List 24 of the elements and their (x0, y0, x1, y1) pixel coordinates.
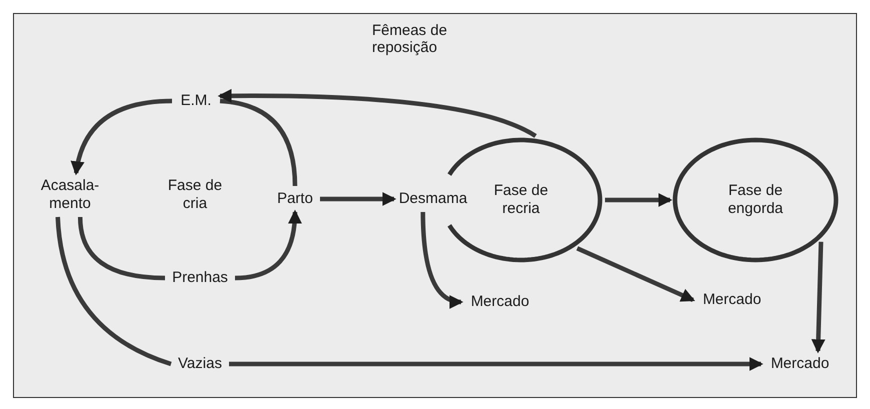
phase-label: Fase de recria (492, 182, 550, 218)
connector-line (220, 98, 298, 186)
arrow (71, 98, 172, 176)
connector-line (56, 216, 172, 366)
phase-label: Fase de engorda (726, 182, 784, 218)
arrow (576, 246, 696, 302)
stage-label: Mercado (696, 290, 768, 310)
arrow (811, 242, 826, 354)
stage-label: E.M. (175, 91, 217, 111)
stage-label: Acasala- mento (36, 176, 104, 214)
stage-label: Vazias (174, 354, 226, 374)
arrow (229, 357, 764, 371)
arrow (420, 212, 464, 308)
arrow (218, 88, 537, 138)
stage-label: Desmama (397, 189, 469, 209)
arrow (320, 192, 396, 206)
arrow (605, 193, 672, 207)
arrow (234, 210, 302, 280)
stage-label: Parto (273, 189, 317, 209)
connector-line (78, 216, 166, 280)
phase-label: Fase de cria (166, 176, 224, 214)
stage-label: Mercado (464, 292, 536, 312)
stage-label: Mercado (764, 354, 836, 374)
stage-label: Prenhas (168, 268, 232, 288)
